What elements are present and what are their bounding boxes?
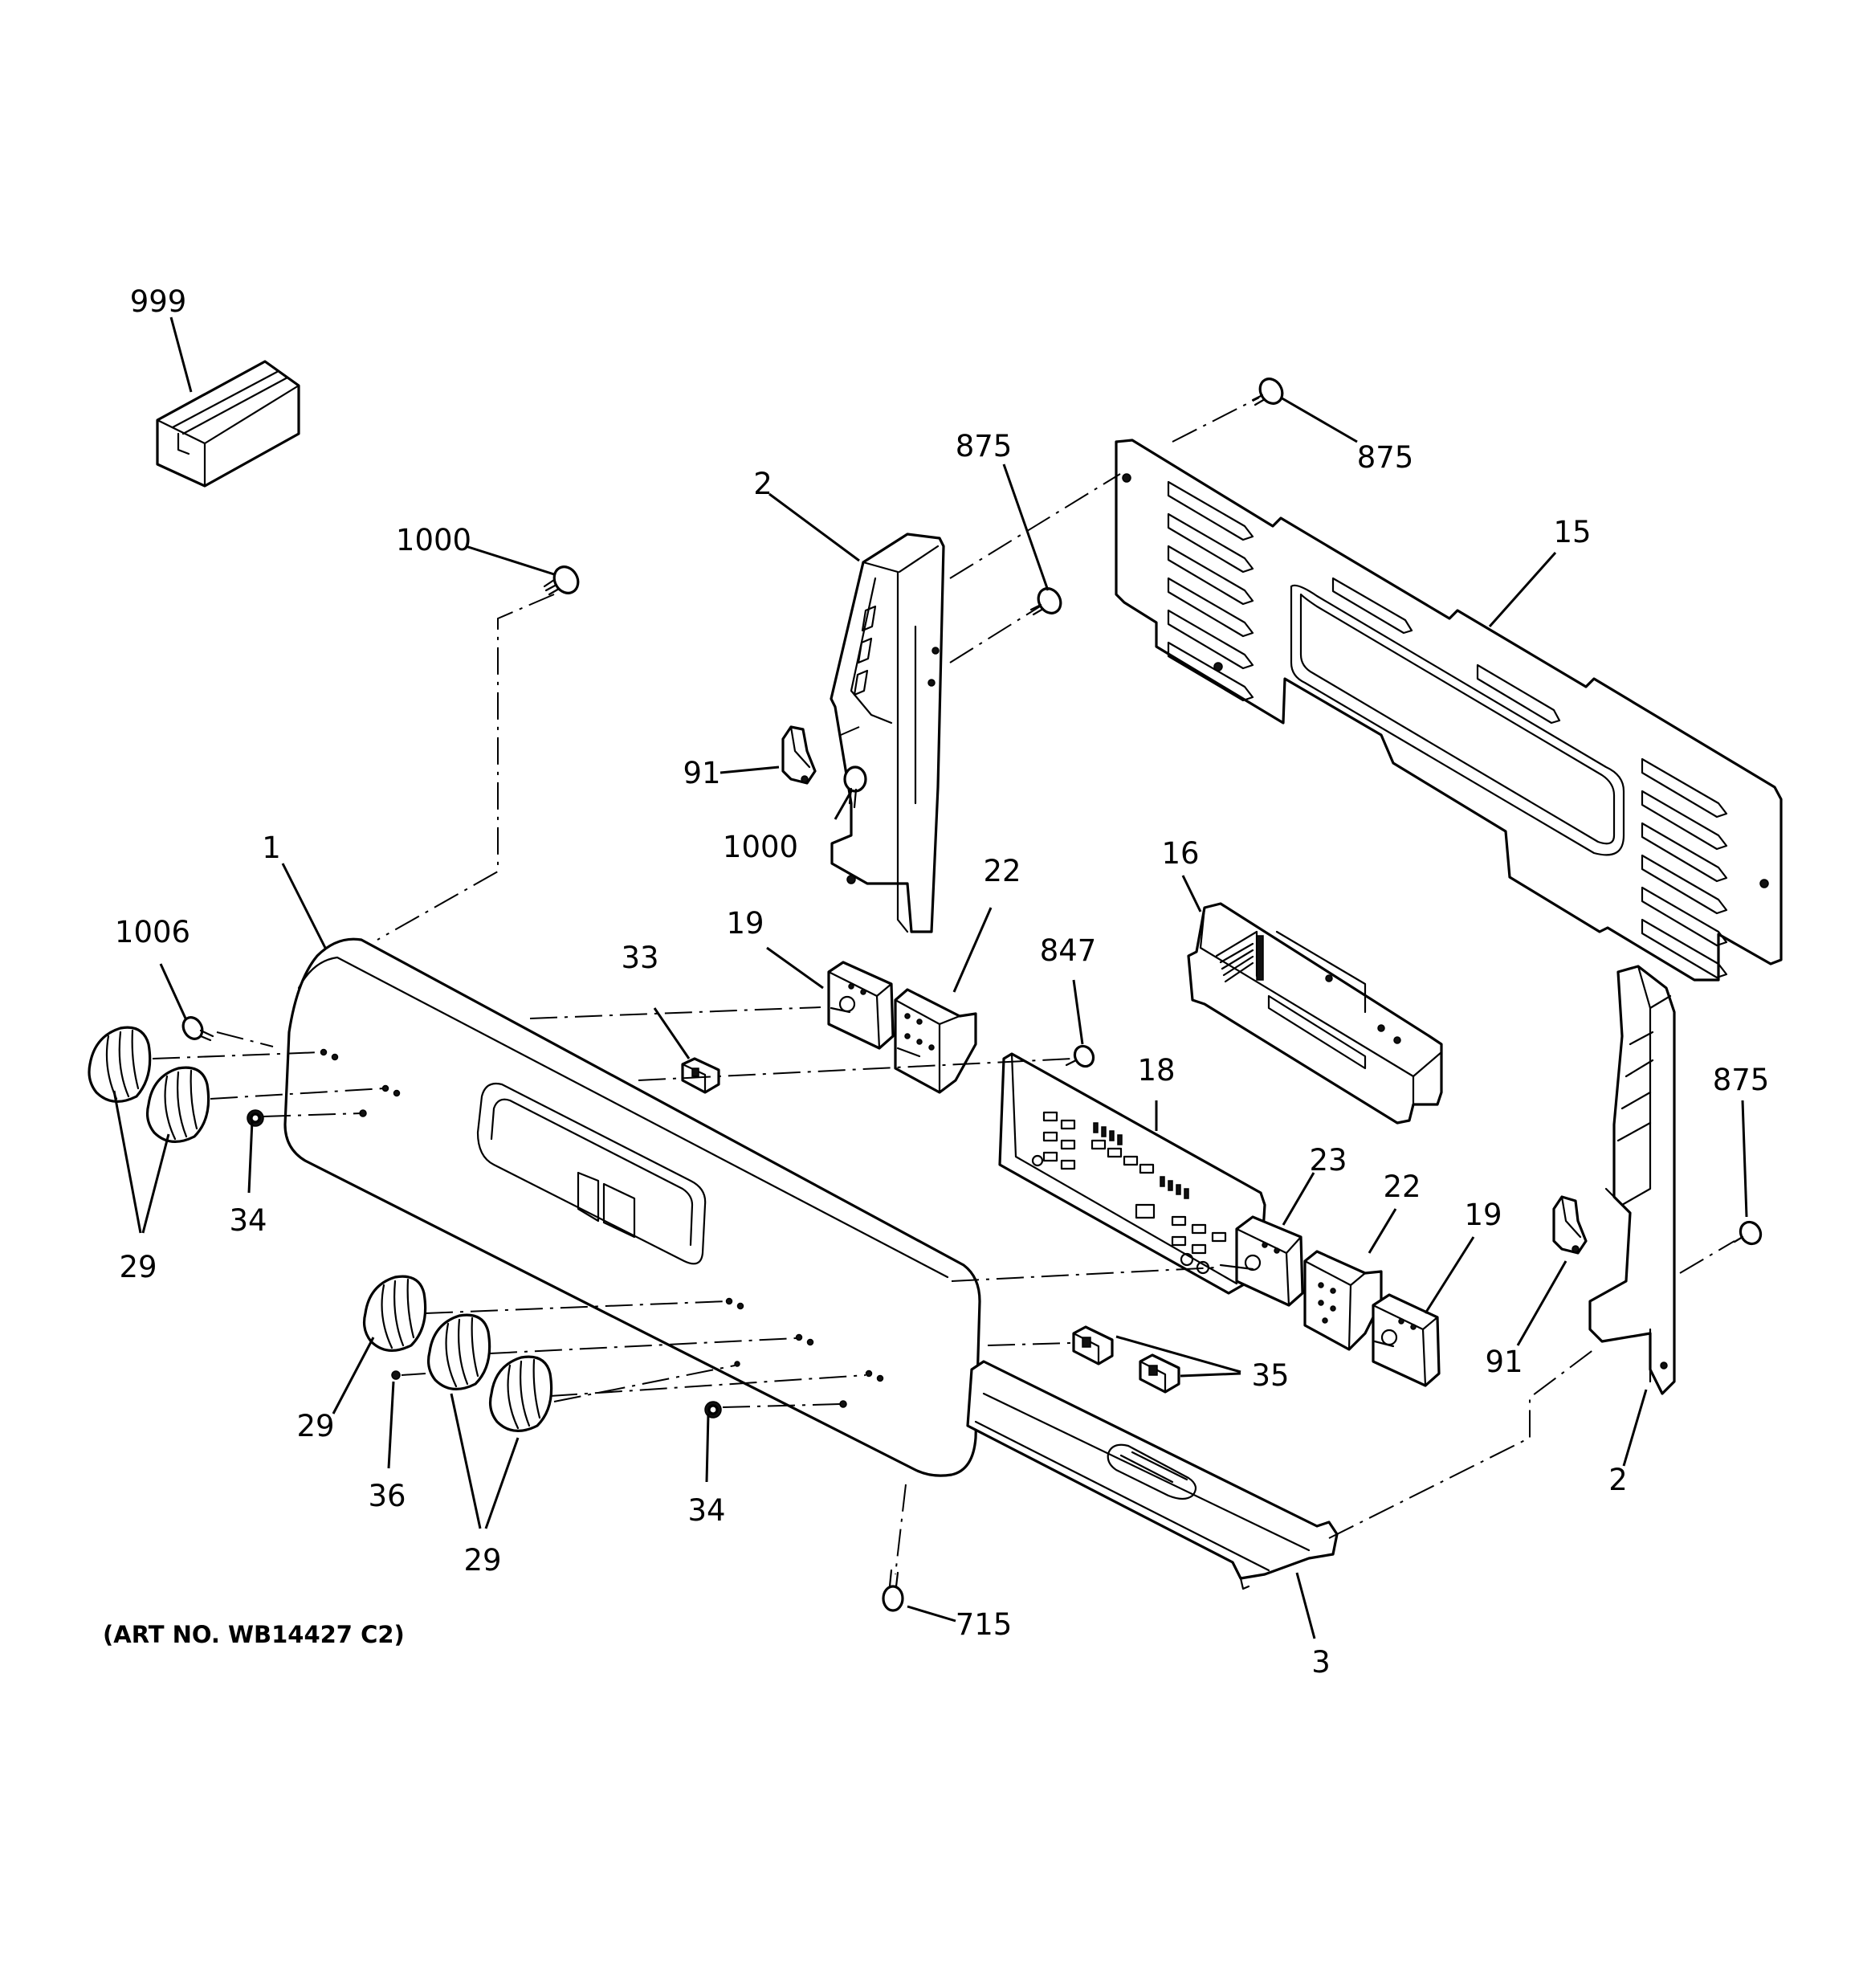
callout-18: 18 [1137,1053,1175,1088]
part-15-back-panel [1115,439,1783,982]
callout-23: 23 [1309,1143,1347,1178]
part-91-clip-left [781,725,817,785]
callout-999: 999 [130,284,187,319]
callout-22-lower: 22 [1383,1170,1421,1204]
part-33-clip [681,1057,720,1094]
callout-34-bottom: 34 [687,1493,725,1528]
art-number: (ART NO. WB14427 C2) [103,1621,405,1648]
part-1-control-panel [283,937,981,1477]
part-16-control-board [1187,902,1443,1125]
knob-29-d [426,1313,491,1390]
callout-1: 1 [262,831,281,865]
right-louvers [1641,757,1728,979]
part-22-switch-lower [1303,1250,1383,1351]
assembly-lines [152,397,1735,1575]
part-19-switch-lower [1372,1293,1441,1387]
screw-847 [1065,1044,1095,1068]
callout-15: 15 [1553,515,1591,549]
screw-715 [882,1569,904,1612]
callout-875-right: 875 [1713,1063,1770,1097]
part-19-switch-upper [827,961,895,1050]
callout-34-left: 34 [229,1203,267,1238]
callout-875-upper-right: 875 [1357,440,1414,475]
screw-875-top [1251,378,1284,406]
board-grille [1215,930,1264,983]
callout-1000-top: 1000 [396,523,471,557]
callout-36: 36 [368,1479,406,1513]
callout-33: 33 [621,941,658,975]
left-louvers [1167,480,1254,702]
screw-1006 [181,1016,214,1042]
callout-29-left: 29 [119,1250,157,1284]
callout-35: 35 [1251,1358,1289,1393]
knob-29-a [88,1026,152,1103]
keypad-segment-display [1093,1122,1189,1199]
screw-1000-top [543,565,580,596]
callout-29-middle: 29 [296,1409,334,1443]
callout-1006: 1006 [115,915,190,949]
knob-29-e [488,1355,553,1432]
callout-715: 715 [956,1607,1013,1642]
nut-34-bottom [704,1401,722,1419]
callout-19-lower: 19 [1464,1198,1502,1232]
spring-36 [391,1370,401,1380]
callout-847: 847 [1040,933,1097,968]
knob-holes [320,1048,884,1408]
part-18-keypad [998,1052,1266,1295]
callout-labels: 999 875 875 875 2 2 15 1000 1000 91 91 1… [115,284,1769,1680]
keypad-buttons [1031,1111,1227,1275]
callout-875-top: 875 [956,429,1013,463]
callout-91-right: 91 [1485,1345,1523,1379]
knob-29-c [362,1275,427,1352]
callout-19-upper: 19 [726,906,764,941]
leader-lines [112,316,1748,1639]
part-23-switch [1219,1215,1304,1307]
callout-3: 3 [1311,1645,1331,1680]
callout-22-upper: 22 [983,854,1021,888]
callout-91-left: 91 [683,756,720,790]
screw-1000-bracket [843,765,867,809]
part-22-switch-upper [894,988,977,1094]
part-999-box [156,360,300,488]
knob-29-b [145,1066,210,1143]
screw-875-mid [1029,587,1062,616]
callout-29-bottom: 29 [463,1543,501,1578]
part-35-clip-upper [1072,1325,1114,1365]
callout-2-right: 2 [1608,1463,1628,1497]
callout-1000-bracket: 1000 [723,830,798,864]
screw-875-right [1733,1220,1763,1246]
callout-16: 16 [1161,836,1199,871]
part-2-left-end-cap [830,533,945,933]
part-2-right-end-cap [1588,965,1676,1395]
part-35-clip-lower [1139,1353,1180,1394]
nut-34-left [247,1109,264,1127]
part-91-clip-right [1552,1195,1588,1255]
part-3-lower-trim [966,1360,1339,1590]
callout-2-left: 2 [753,467,773,501]
